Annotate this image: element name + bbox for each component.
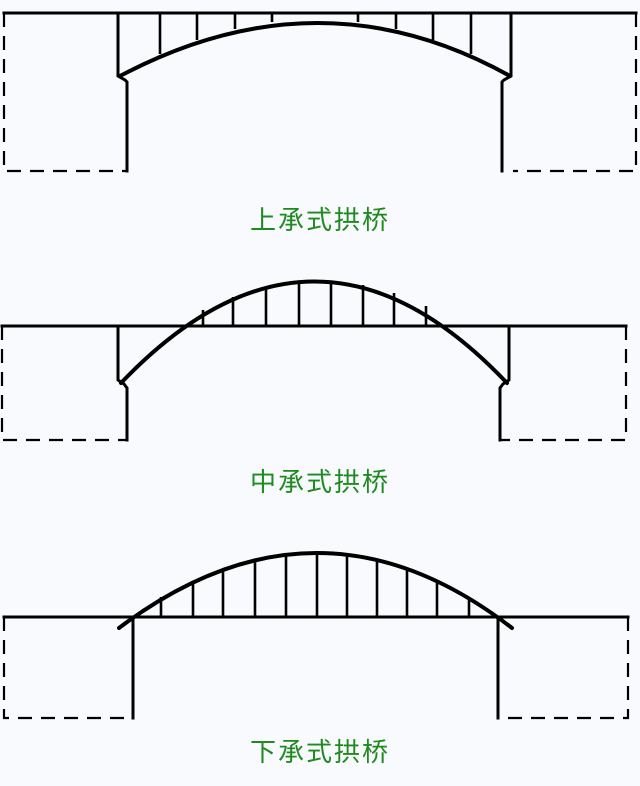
caption-half-through-arch: 中承式拱桥 [249, 468, 390, 498]
left-abutment-dashed [2, 13, 127, 173]
right-abutment-solid [500, 11, 513, 173]
right-abutment-solid [498, 324, 511, 442]
left-abutment-dashed [0, 326, 127, 442]
through-arch-bridge-drawing [2, 551, 630, 720]
left-abutment-solid [116, 324, 129, 442]
right-abutment-dashed [513, 13, 638, 173]
hangers [201, 282, 428, 326]
arch [119, 279, 509, 385]
caption-deck-arch: 上承式拱桥 [249, 206, 390, 236]
caption-through-arch: 下承式拱桥 [249, 738, 390, 768]
hangers [159, 554, 471, 617]
posts [158, 13, 473, 54]
arch [117, 551, 514, 630]
right-abutment-dashed [498, 617, 630, 720]
deck-arch-bridge-drawing [2, 11, 638, 173]
left-abutment-solid [116, 11, 129, 173]
right-abutment-dashed [500, 326, 628, 442]
half-through-arch-bridge-drawing [0, 279, 628, 442]
left-abutment-dashed [2, 617, 133, 720]
arch [118, 21, 512, 78]
